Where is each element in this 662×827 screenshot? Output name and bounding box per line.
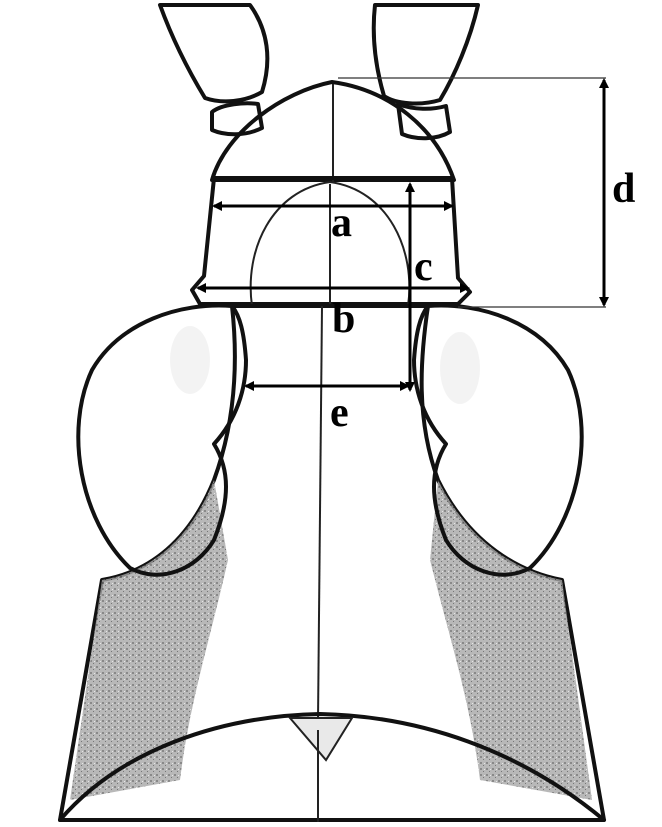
left-eye-highlight [170, 326, 210, 394]
label-a: a [331, 200, 352, 246]
label-b: b [332, 296, 355, 342]
label-c: c [414, 244, 433, 290]
right-eye-highlight [440, 332, 480, 404]
label-d: d [612, 166, 635, 212]
label-e: e [330, 390, 349, 436]
